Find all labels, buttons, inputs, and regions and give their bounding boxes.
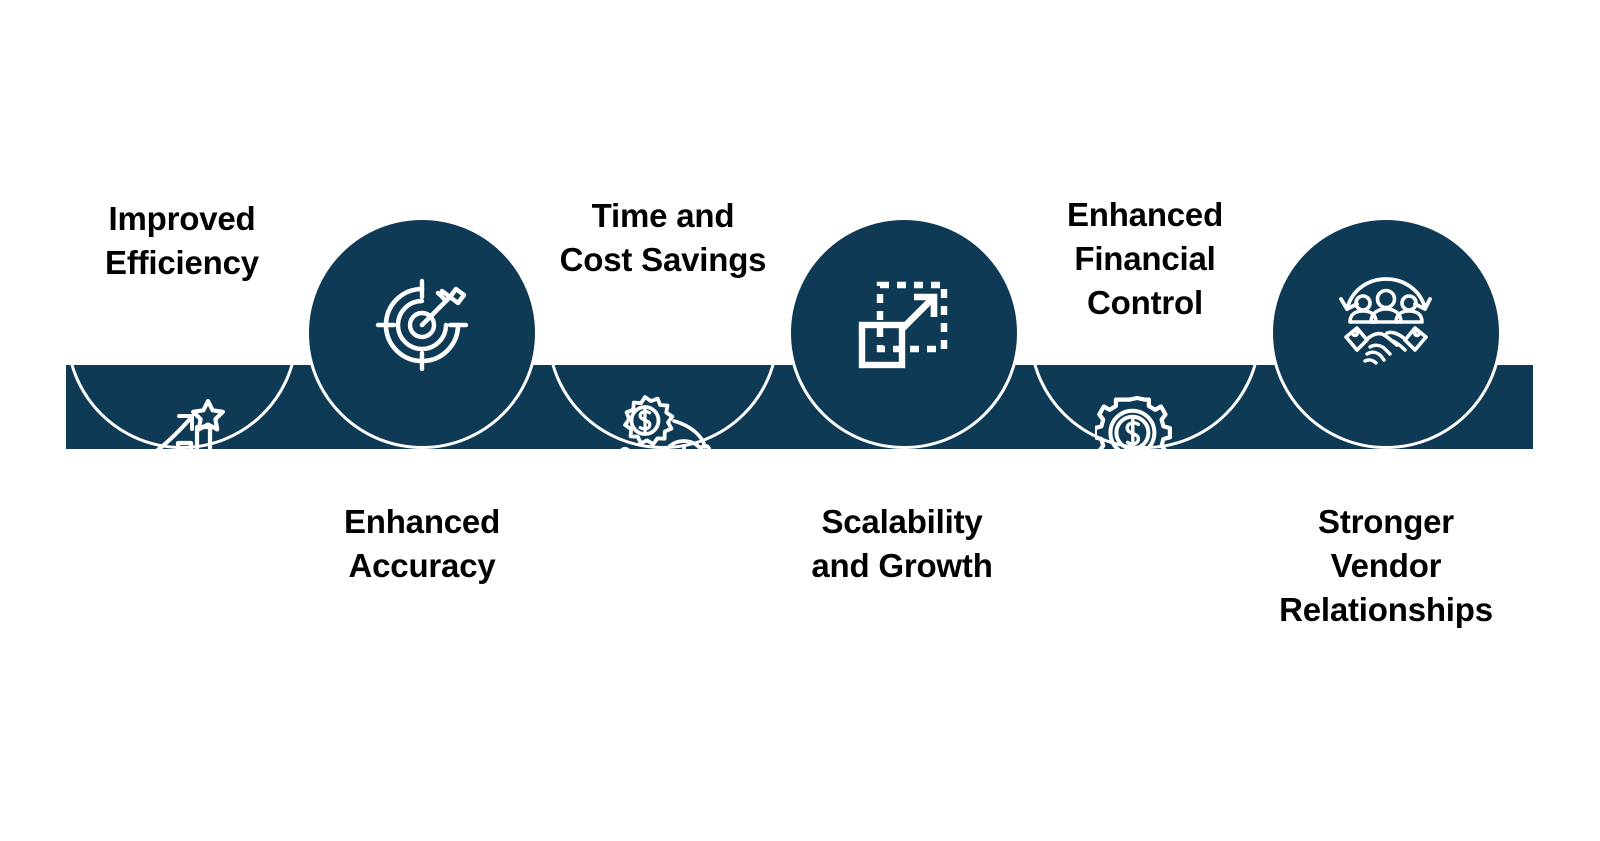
label-stronger-vendor-relationships: Stronger Vendor Relationships [1279, 503, 1493, 628]
node-time-cost-savings[interactable] [547, 365, 779, 597]
label-time-cost-savings: Time and Cost Savings [559, 197, 767, 278]
disc-shape [547, 365, 779, 449]
disc-clip [306, 217, 538, 449]
disc-clip [1029, 365, 1261, 597]
label-enhanced-financial-control: Enhanced Financial Control [1066, 196, 1224, 321]
label-improved-efficiency: Improved Efficiency [105, 200, 259, 281]
disc-shape [66, 365, 298, 449]
node-enhanced-accuracy[interactable] [306, 217, 538, 449]
disc-shape [788, 217, 1020, 449]
disc-shape [1029, 365, 1261, 449]
node-enhanced-financial-control[interactable] [1029, 365, 1261, 597]
ghost-watermark-left [120, 0, 131, 39]
disc-clip [788, 217, 1020, 449]
disc-shape [1270, 217, 1502, 449]
label-enhanced-accuracy: Enhanced Accuracy [343, 503, 501, 584]
node-improved-efficiency[interactable] [66, 365, 298, 597]
disc-shape [306, 217, 538, 449]
disc-clip [547, 365, 779, 597]
node-scalability-growth[interactable] [788, 217, 1020, 449]
ghost-watermark-right [980, 60, 991, 105]
disc-clip [1270, 217, 1502, 449]
node-stronger-vendor-relationships[interactable] [1270, 217, 1502, 449]
label-scalability-growth: Scalability and Growth [811, 503, 993, 584]
disc-clip [66, 365, 298, 597]
